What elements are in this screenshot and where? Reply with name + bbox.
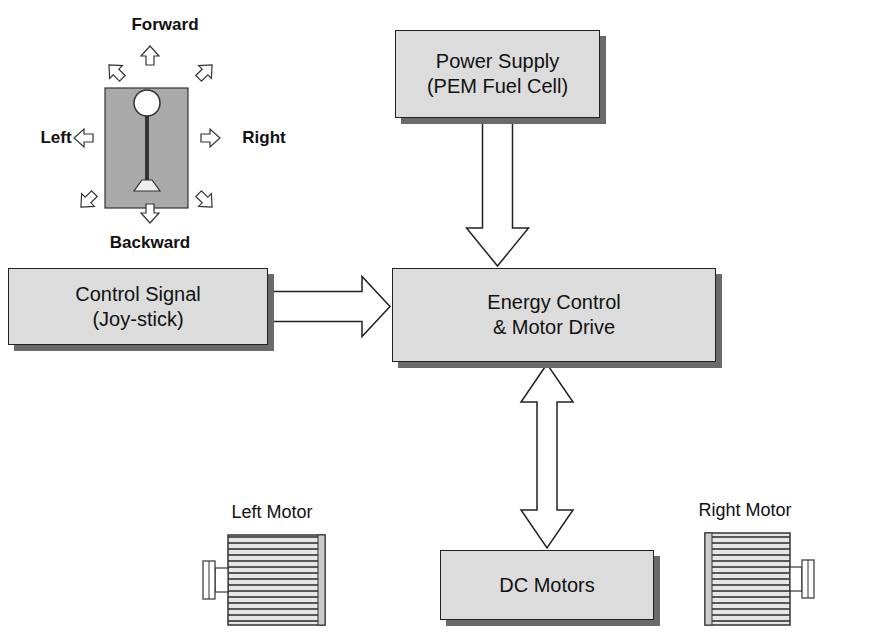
- dc-motors-box: DC Motors: [440, 550, 654, 620]
- left-motor-symbol: [203, 535, 325, 625]
- direction-label: Forward: [131, 15, 198, 35]
- direction-arrow: [75, 187, 101, 213]
- box-text: Control Signal (Joy-stick): [63, 282, 213, 332]
- direction-arrow: [74, 129, 93, 147]
- block-arrow: [521, 364, 573, 548]
- direction-label: Backward: [110, 233, 190, 253]
- direction-arrow: [103, 59, 129, 85]
- control-signal-box: Control Signal (Joy-stick): [8, 268, 268, 345]
- direction-arrow: [201, 129, 220, 147]
- motor-drive-box: Energy Control & Motor Drive: [392, 268, 716, 362]
- direction-arrow: [141, 204, 159, 223]
- right-motor-symbol: [705, 533, 814, 625]
- box-text: Power Supply (PEM Fuel Cell): [423, 49, 573, 99]
- direction-arrow: [192, 187, 218, 213]
- power-supply-box: Power Supply (PEM Fuel Cell): [395, 30, 600, 118]
- box-text: Energy Control & Motor Drive: [479, 290, 629, 340]
- direction-arrow: [141, 46, 159, 65]
- joystick-symbol: [74, 46, 220, 223]
- box-text: DC Motors: [452, 573, 642, 598]
- direction-label: Right: [242, 128, 285, 148]
- block-arrow: [467, 120, 529, 266]
- direction-arrow: [192, 59, 218, 85]
- direction-label: Left: [40, 128, 71, 148]
- block-arrow: [270, 277, 390, 337]
- motor-label: Left Motor: [231, 502, 312, 523]
- motor-label: Right Motor: [698, 500, 791, 521]
